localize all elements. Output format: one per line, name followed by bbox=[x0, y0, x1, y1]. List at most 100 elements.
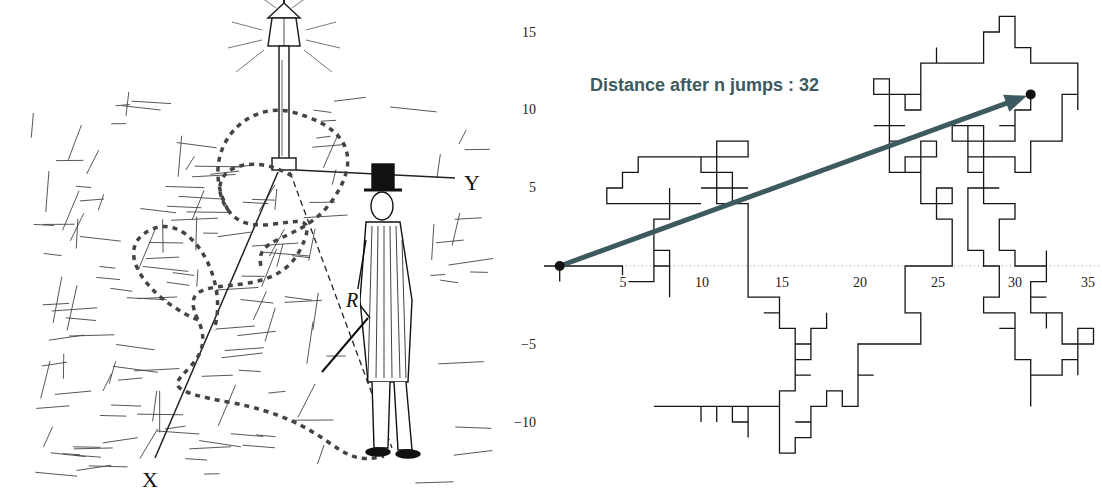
pavement-stroke bbox=[131, 101, 171, 103]
lamp-lantern bbox=[268, 18, 300, 46]
pavement-stroke bbox=[75, 455, 101, 457]
pavement-stroke bbox=[222, 353, 263, 358]
pavement-stroke bbox=[111, 405, 141, 406]
pavement-stroke bbox=[178, 136, 182, 177]
pavement-stroke bbox=[436, 240, 464, 243]
pavement-stroke bbox=[307, 322, 313, 364]
footprints bbox=[218, 110, 348, 270]
pavement-stroke bbox=[118, 378, 142, 380]
ray bbox=[236, 50, 264, 72]
pavement-stroke bbox=[52, 308, 98, 311]
pavement-stroke bbox=[304, 215, 348, 218]
pavement-stroke bbox=[431, 274, 446, 275]
pavement-stroke bbox=[455, 427, 491, 428]
pavement-stroke bbox=[179, 196, 226, 199]
pavement-stroke bbox=[110, 288, 132, 291]
pavement-stroke bbox=[153, 391, 157, 422]
lamp-base bbox=[272, 158, 296, 170]
walk-endpoint bbox=[1026, 89, 1036, 99]
pavement-stroke bbox=[116, 344, 154, 349]
pavement-stroke bbox=[252, 243, 298, 246]
leg bbox=[394, 382, 412, 450]
pavement-stroke bbox=[197, 270, 198, 287]
pavement-stroke bbox=[313, 293, 318, 331]
y-tick-label: 10 bbox=[520, 102, 538, 117]
pavement-stroke bbox=[298, 384, 315, 417]
pavement-stroke bbox=[204, 473, 219, 474]
pavement-stroke bbox=[269, 229, 284, 256]
pavement-stroke bbox=[185, 459, 207, 460]
pavement-stroke bbox=[80, 237, 121, 242]
arrow-head bbox=[1003, 95, 1027, 112]
pavement-stroke bbox=[140, 429, 158, 459]
pavement-stroke bbox=[243, 445, 275, 448]
pavement-stroke bbox=[103, 374, 112, 392]
pavement-stroke bbox=[53, 277, 62, 323]
pavement-stroke bbox=[137, 297, 177, 299]
pavement-stroke bbox=[31, 113, 33, 138]
pavement-stroke bbox=[189, 447, 231, 449]
pavement-stroke bbox=[146, 257, 179, 258]
pavement-stroke bbox=[390, 107, 437, 112]
pavement-stroke bbox=[63, 354, 64, 379]
x-tick-label: 10 bbox=[693, 275, 711, 290]
x-tick-label: 20 bbox=[851, 275, 869, 290]
ray bbox=[228, 40, 262, 48]
pavement-stroke bbox=[36, 406, 69, 409]
random-walk-path bbox=[544, 16, 1094, 453]
pavement-stroke bbox=[449, 258, 494, 265]
lamp-post bbox=[279, 46, 289, 160]
pavement-stroke bbox=[80, 199, 104, 201]
drunkard-figure bbox=[322, 164, 420, 458]
pavement-stroke bbox=[100, 415, 126, 417]
pavement-stroke bbox=[202, 375, 233, 376]
pavement-stroke bbox=[284, 300, 321, 302]
suit-stripe bbox=[390, 226, 392, 378]
pavement-stroke bbox=[68, 125, 81, 160]
axis-letter: Y bbox=[462, 171, 482, 195]
head bbox=[371, 192, 393, 220]
shoe bbox=[396, 450, 420, 458]
pavement-stroke bbox=[241, 276, 264, 277]
x-tick-label: 35 bbox=[1079, 275, 1097, 290]
ray bbox=[232, 22, 262, 30]
pavement-stroke bbox=[252, 199, 275, 201]
pavement-stroke bbox=[285, 297, 313, 301]
pavement-stroke bbox=[323, 133, 338, 168]
pavement-stroke bbox=[177, 143, 217, 148]
street-scene bbox=[134, 0, 455, 459]
pavement-stroke bbox=[42, 362, 67, 366]
pavement-stroke bbox=[33, 224, 54, 225]
pavement-stroke bbox=[109, 361, 116, 383]
pavement-stroke bbox=[67, 285, 77, 330]
pavement-stroke bbox=[192, 174, 236, 176]
pavement-stroke bbox=[225, 348, 264, 351]
pavement-stroke bbox=[268, 391, 285, 393]
pavement-stroke bbox=[69, 335, 114, 336]
suit-stripe bbox=[368, 226, 372, 378]
pavement-stroke bbox=[96, 277, 120, 279]
footprints bbox=[177, 164, 384, 458]
pavement-stroke bbox=[277, 244, 283, 266]
pavement-stroke bbox=[126, 92, 129, 116]
x-tick-label: 25 bbox=[929, 275, 947, 290]
y-tick-label: 5 bbox=[527, 180, 538, 195]
cane bbox=[322, 318, 368, 372]
random-walk-plot bbox=[544, 16, 1100, 453]
pavement-stroke bbox=[76, 219, 78, 249]
pavement-stroke bbox=[35, 472, 77, 476]
pavement-stroke bbox=[76, 186, 91, 187]
pavement-stroke bbox=[43, 303, 69, 304]
ray bbox=[292, 0, 306, 8]
pavement-strokes bbox=[31, 92, 493, 483]
pavement-stroke bbox=[192, 190, 204, 219]
pavement-stroke bbox=[159, 391, 160, 433]
radius-letter: R bbox=[344, 289, 360, 311]
pavement-stroke bbox=[237, 331, 275, 335]
walk-endpoint bbox=[555, 261, 565, 271]
pavement-stroke bbox=[470, 271, 488, 272]
pavement-stroke bbox=[113, 366, 158, 372]
pavement-stroke bbox=[77, 465, 112, 470]
pavement-stroke bbox=[437, 154, 440, 177]
